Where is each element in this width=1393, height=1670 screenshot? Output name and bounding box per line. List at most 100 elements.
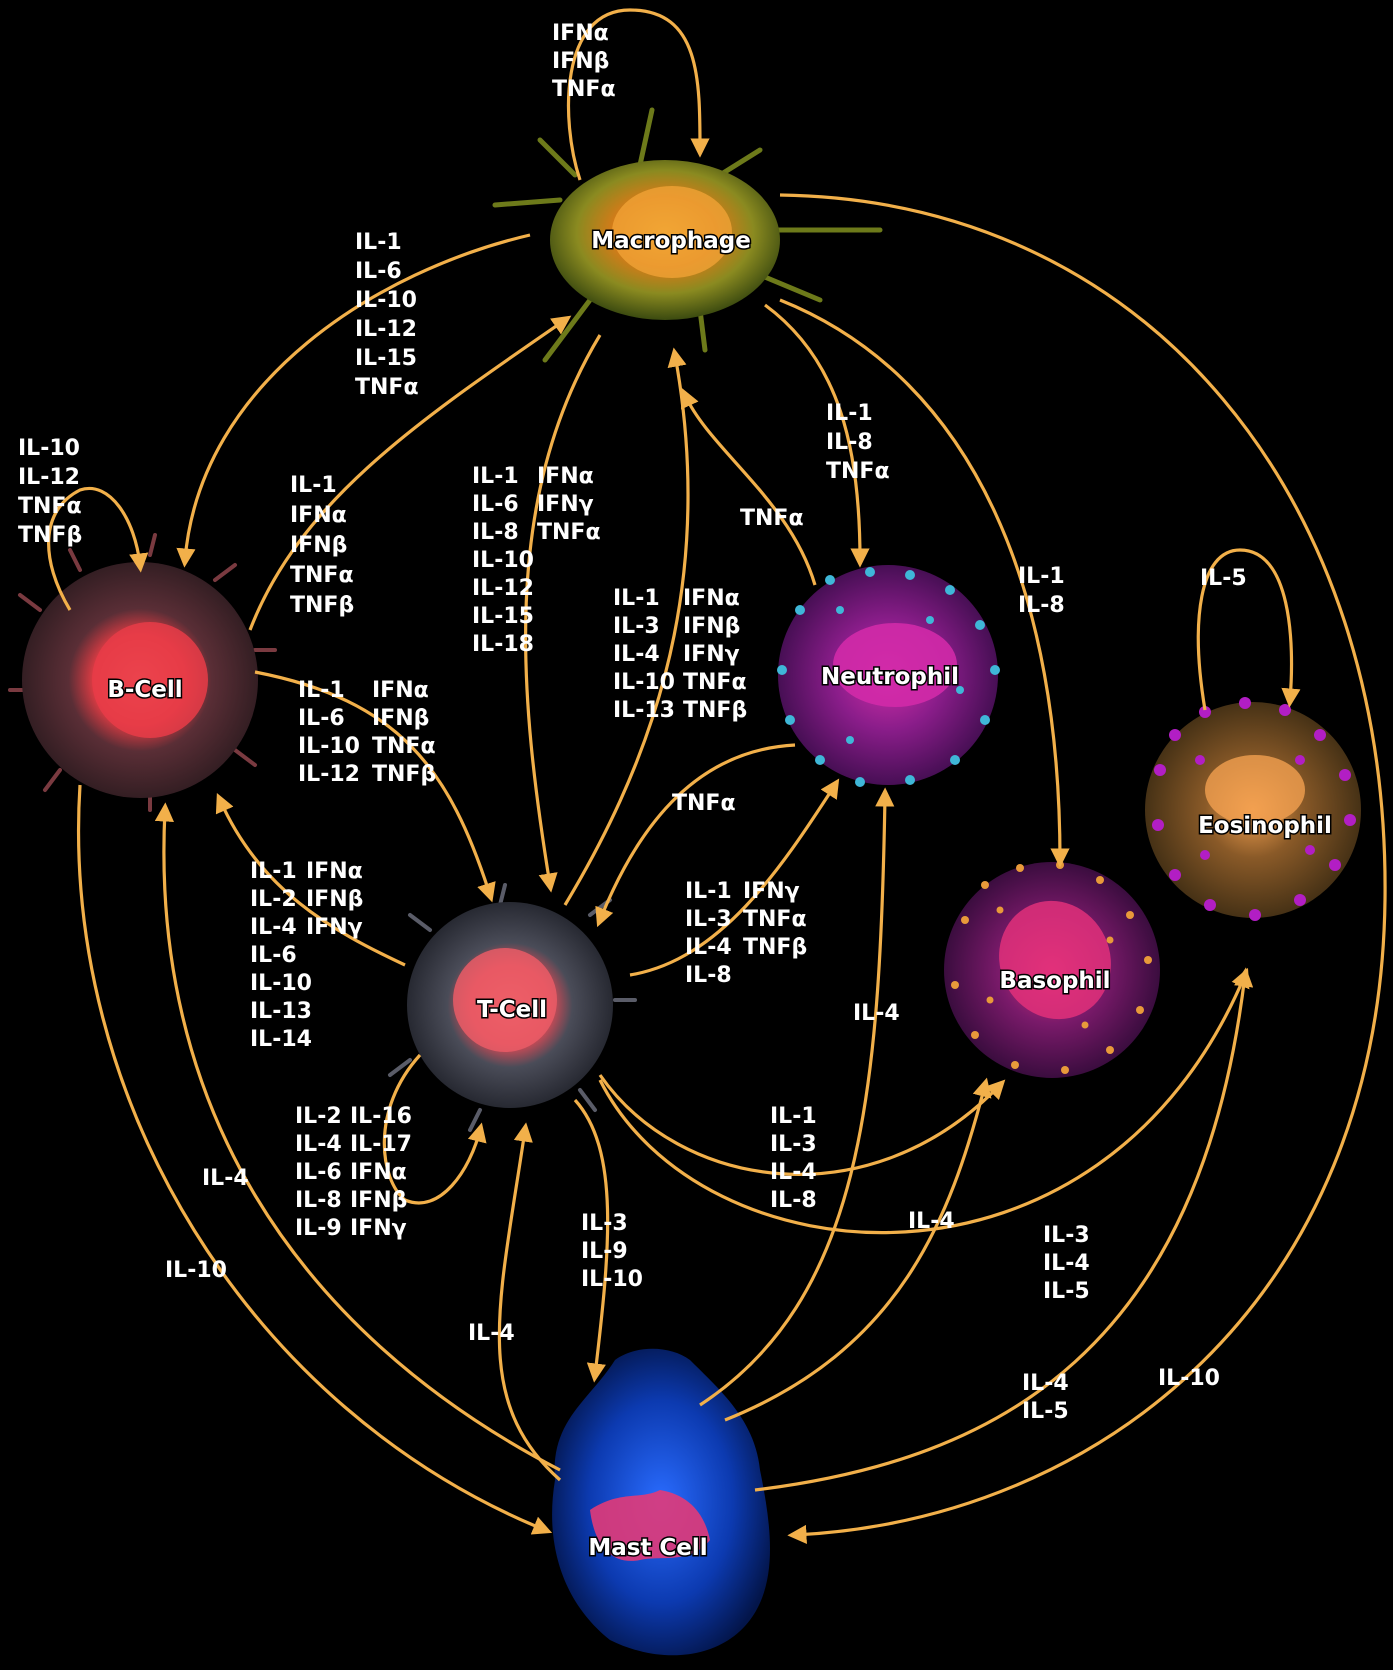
label-neut-to-mac: TNFα (740, 506, 804, 531)
cytokine-mac-to-mast-0: IL-10 (1158, 1366, 1220, 1391)
cytokine-mac-to-b-4: IL-15 (355, 346, 417, 371)
cytokine-t-to-b-a-2: IL-4 (250, 915, 297, 940)
arrow-tcell-to-mastcell (573, 1098, 610, 1383)
cytokine-b-to-t-b-1: IFNβ (372, 706, 429, 731)
t-cell-label: T-Cell (477, 997, 547, 1023)
cytokine-mac-to-t-a-2: IL-8 (472, 520, 519, 545)
cytokine-t-to-baso-1: IL-3 (770, 1132, 817, 1157)
cytokine-t-to-mac-b-0: IFNα (683, 586, 740, 611)
cytokine-mac-to-b-0: IL-1 (355, 230, 402, 255)
label-mac-to-mast: IL-10 (1158, 1366, 1220, 1391)
arrow-macrophage-to-mastcell (779, 193, 1387, 1545)
t-cell: T-Cell (388, 883, 637, 1132)
cytokine-t-to-mac-a-1: IL-3 (613, 614, 660, 639)
arrow-macrophage-to-bcell (176, 233, 531, 568)
cytokine-t-to-b-b-0: IFNα (306, 859, 363, 884)
cytokine-t-to-baso-2: IL-4 (770, 1160, 817, 1185)
cytokine-t-self-b-3: IFNβ (350, 1188, 407, 1213)
arrow-tcell-to-eosinophil (598, 967, 1250, 1235)
cytokine-t-self-a-1: IL-4 (295, 1132, 342, 1157)
cytokine-t-self-b-0: IL-16 (350, 1104, 412, 1129)
cytokine-mac-to-t-a-5: IL-15 (472, 604, 534, 629)
cytokine-b-to-mac-1: IFNα (290, 503, 347, 528)
b-cell-label: B-Cell (107, 677, 182, 703)
cytokine-b-to-t-b-2: TNFα (372, 734, 436, 759)
cytokine-t-to-neut-a-2: IL-4 (685, 935, 732, 960)
cytokine-mast-to-b-0: IL-4 (202, 1166, 249, 1191)
eosinophil-cell: Eosinophil (1145, 697, 1361, 921)
cytokine-mast-to-t-0: IL-4 (468, 1321, 515, 1346)
cytokine-t-to-mast-0: IL-3 (581, 1211, 628, 1236)
basophil-cell: Basophil (944, 861, 1160, 1078)
cytokine-t-to-mast-2: IL-10 (581, 1267, 643, 1292)
cytokine-t-to-b-a-1: IL-2 (250, 887, 297, 912)
arrow-neutrophil-to-macrophage (681, 388, 817, 586)
cytokine-t-to-mac-a-0: IL-1 (613, 586, 660, 611)
label-mast-to-neut: IL-4 (853, 1001, 900, 1026)
arrow-bcell-to-mastcell (77, 784, 553, 1535)
eosinophil-label: Eosinophil (1198, 813, 1332, 839)
arrow-mastcell-to-basophil (724, 1077, 992, 1422)
b-cell: B-Cell (8, 533, 277, 812)
cytokine-b-to-mac-4: TNFβ (290, 593, 354, 618)
arrow-macrophage-to-tcell (523, 334, 602, 893)
cytokine-mast-to-eos-1: IL-5 (1022, 1399, 1069, 1424)
cytokine-t-to-b-a-6: IL-14 (250, 1027, 312, 1052)
cytokine-mac-to-baso-1: IL-8 (1018, 593, 1065, 618)
cytokine-t-to-eos-0: IL-3 (1043, 1223, 1090, 1248)
cytokine-t-self-b-4: IFNγ (350, 1216, 407, 1241)
cytokine-t-to-mac-b-2: IFNγ (683, 642, 740, 667)
cytokine-t-self-b-2: IFNα (350, 1160, 407, 1185)
cytokine-mac-to-neut-1: IL-8 (826, 430, 873, 455)
label-mast-to-t: IL-4 (468, 1321, 515, 1346)
cytokine-b-self-2: TNFα (18, 494, 82, 519)
cytokine-mac-to-b-1: IL-6 (355, 259, 402, 284)
cytokine-b-self-3: TNFβ (18, 523, 82, 548)
cytokine-mac-to-t-b-2: TNFα (537, 520, 601, 545)
cytokine-t-self-b-1: IL-17 (350, 1132, 412, 1157)
cytokine-mast-to-eos-0: IL-4 (1022, 1371, 1069, 1396)
cytokine-b-to-t-a-0: IL-1 (298, 678, 345, 703)
cytokine-mac-to-t-a-1: IL-6 (472, 492, 519, 517)
cytokine-neut-to-t-0: TNFα (672, 791, 736, 816)
arrow-tcell-to-macrophage (563, 347, 690, 906)
cytokine-t-to-mac-a-4: IL-13 (613, 698, 675, 723)
arrow-bcell-to-macrophage (248, 315, 572, 631)
macrophage-label: Macrophage (591, 228, 751, 254)
basophil-label: Basophil (999, 968, 1110, 994)
arrow-tcell-to-bcell (215, 792, 406, 967)
cytokine-mast-to-baso-0: IL-4 (908, 1209, 955, 1234)
cytokine-b-to-t-a-1: IL-6 (298, 706, 345, 731)
cytokine-mac-to-b-3: IL-12 (355, 317, 417, 342)
arrow-macrophage-to-neutrophil (764, 303, 870, 568)
cytokine-b-to-mac-2: IFNβ (290, 533, 347, 558)
arrow-bcell-self (47, 486, 149, 611)
cytokine-b-self-0: IL-10 (18, 436, 80, 461)
cytokine-mac-to-t-a-0: IL-1 (472, 464, 519, 489)
cytokine-t-to-mac-b-3: TNFα (683, 670, 747, 695)
mast-cell-label: Mast Cell (588, 1535, 707, 1561)
cytokine-mac-to-t-b-0: IFNα (537, 464, 594, 489)
label-b-to-mast: IL-10 (165, 1258, 227, 1283)
cytokine-b-self-1: IL-12 (18, 465, 80, 490)
label-mast-to-baso: IL-4 (908, 1209, 955, 1234)
cytokine-t-to-neut-a-1: IL-3 (685, 907, 732, 932)
arrow-tcell-self (382, 1053, 487, 1205)
cytokine-neut-to-mac-0: TNFα (740, 506, 804, 531)
arrow-tcell-to-basophil (598, 1074, 1006, 1176)
cytokine-t-to-mac-a-2: IL-4 (613, 642, 660, 667)
cytokine-mac-to-neut-2: TNFα (826, 459, 890, 484)
